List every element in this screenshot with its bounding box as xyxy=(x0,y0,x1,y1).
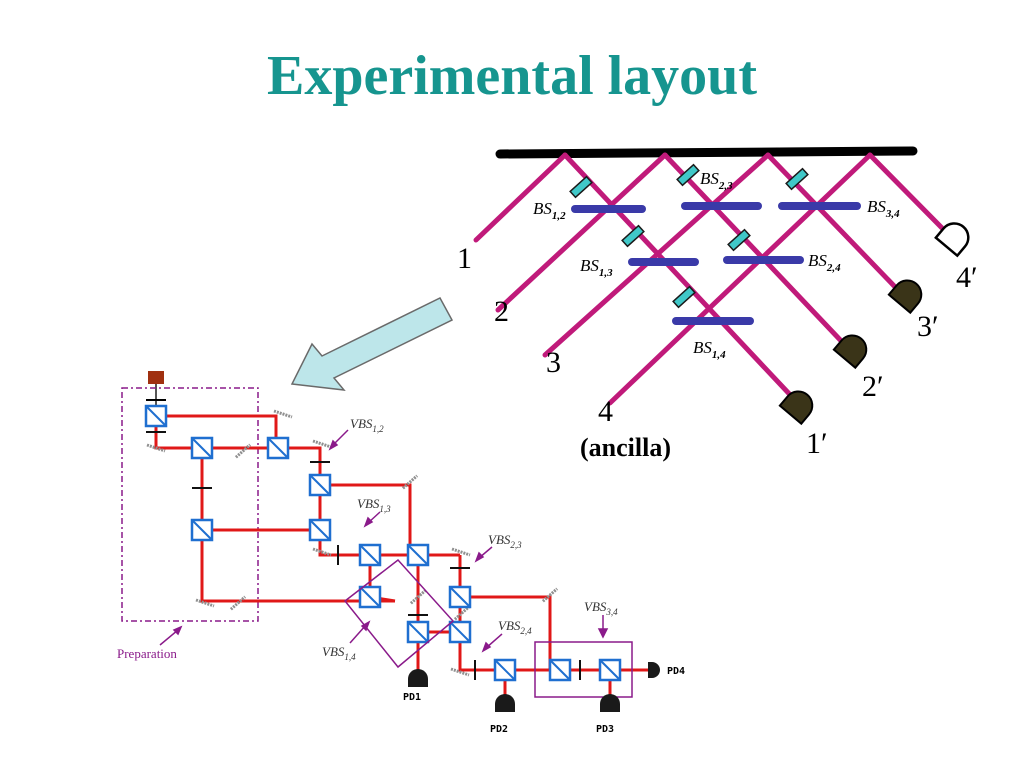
pd2-icon xyxy=(495,694,515,712)
input-port-3: 3 xyxy=(546,346,561,379)
bs-label-1-4: BS1,4 xyxy=(693,338,726,361)
pd4-icon xyxy=(648,662,660,678)
ancilla-label: (ancilla) xyxy=(580,433,671,462)
bs-label-1-3: BS1,3 xyxy=(580,256,613,279)
phase-plates xyxy=(569,163,809,309)
bs-label-2-3: BS2,3 xyxy=(700,169,733,192)
vbs-label-1-2: VBS1,2 xyxy=(350,416,384,434)
vbs-1-4-diamond xyxy=(343,558,455,669)
bs-bars xyxy=(571,202,861,325)
laser-paths xyxy=(154,405,648,700)
bs-label-2-4: BS2,4 xyxy=(808,251,841,274)
vbs-label-3-4: VBS3,4 xyxy=(584,599,618,617)
pd3-label: PD3 xyxy=(596,724,614,735)
schematic-network: BS1,2 BS2,3 BS3,4 BS1,3 BS2,4 BS1,4 1 2 … xyxy=(457,146,978,462)
vbs-label-1-3: VBS1,3 xyxy=(357,496,391,514)
input-port-2: 2 xyxy=(494,295,509,328)
bs-label-3-4: BS3,4 xyxy=(867,197,900,220)
pd1-icon xyxy=(408,669,428,687)
input-port-4: 4 xyxy=(598,395,613,428)
detector-4-prime-icon xyxy=(934,222,970,258)
detector-1-prime-icon xyxy=(778,390,814,426)
wave-plates xyxy=(146,431,581,680)
laser-source-icon xyxy=(148,371,164,384)
vbs-label-1-4: VBS1,4 xyxy=(322,644,356,662)
output-port-1-prime: 1′ xyxy=(806,427,828,460)
input-port-1: 1 xyxy=(457,242,472,275)
vbs-3-4-box xyxy=(534,641,633,698)
output-detectors xyxy=(778,222,970,426)
preparation-box xyxy=(121,387,259,622)
vbs-label-2-3: VBS2,3 xyxy=(488,532,522,550)
output-port-3-prime: 3′ xyxy=(917,310,939,343)
experimental-setup: PD1 PD2 PD3 PD4 VBS1,2 VBS1,3 VBS2,3 VBS… xyxy=(117,371,685,735)
output-port-4-prime: 4′ xyxy=(956,261,978,294)
pd2-label: PD2 xyxy=(490,724,508,735)
pd1-label: PD1 xyxy=(403,692,421,703)
bs-label-1-2: BS1,2 xyxy=(533,199,566,222)
setup-detectors xyxy=(408,662,660,712)
vbs-label-2-4: VBS2,4 xyxy=(498,618,532,636)
detector-2-prime-icon xyxy=(832,334,868,370)
slide-title: Experimental layout xyxy=(267,45,757,107)
beam-paths xyxy=(473,152,945,406)
top-mirror-bar xyxy=(495,146,918,159)
detector-3-prime-icon xyxy=(887,279,923,315)
preparation-label: Preparation xyxy=(117,646,177,661)
vbs-pointer-arrows xyxy=(159,429,609,653)
output-port-2-prime: 2′ xyxy=(862,370,884,403)
pd4-label: PD4 xyxy=(667,666,685,677)
pointer-arrow-icon xyxy=(290,297,454,391)
